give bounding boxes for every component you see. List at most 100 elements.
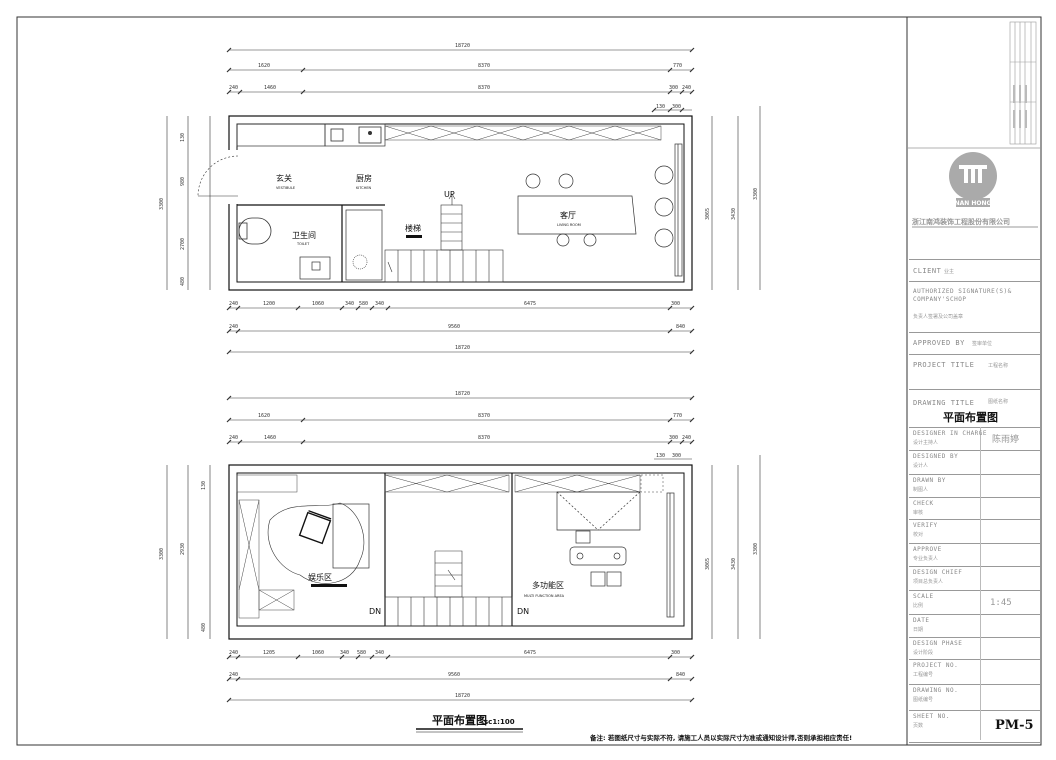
dim-overall-top: 18720 (455, 43, 470, 49)
tb-project-label: PROJECT TITLE (913, 361, 975, 369)
dim2-bot2-a: 240 (229, 672, 238, 678)
dim2-right-c: 3300 (753, 543, 759, 555)
company-name: 浙江南鸿装饰工程股份有限公司 (912, 218, 1010, 226)
dim2-left-c: 480 (201, 623, 207, 632)
tb-approved-label: APPROVED BY (913, 339, 965, 347)
room-vestibule-en: VESTIBULE (276, 186, 295, 190)
tb-client-label: CLIENT (913, 267, 942, 275)
dim2-top2-a: 240 (229, 435, 238, 441)
dim-right-b: 3430 (731, 208, 737, 220)
dim-bot2-a: 240 (229, 324, 238, 330)
dim2-bot2-b: 9560 (448, 672, 460, 678)
dim2-bot1-f: 340 (375, 650, 384, 656)
tb-row-label: DESIGNED BY (913, 453, 959, 460)
tb-row-label-cn: 设计主持人 (913, 440, 939, 446)
tb-row-label: DRAWN BY (913, 477, 946, 484)
tb-row-label: APPROVE (913, 546, 942, 553)
tb-row (909, 614, 1040, 615)
dim2-overall-top: 18720 (455, 391, 470, 397)
tb-row (909, 590, 1040, 591)
tb-dtitle-label: DRAWING TITLE (913, 399, 975, 407)
room-kitchen-en: KITCHEN (356, 186, 372, 190)
dim2-bot1-d: 340 (340, 650, 349, 656)
tb-dtitle-value: 平面布置图 (943, 411, 998, 424)
dim-bot1-c: 1060 (312, 301, 324, 307)
tb-row-label: SCALE (913, 593, 934, 600)
dim-left-c: 2700 (180, 238, 186, 250)
tb-row (909, 710, 1040, 711)
tb-row-label-cn: 图纸编号 (913, 697, 934, 703)
tb-row-label: DESIGN PHASE (913, 640, 963, 647)
tb-row-label: VERIFY (913, 522, 938, 529)
dim-top2-a: 240 (229, 85, 238, 91)
dim2-bot2-c: 840 (676, 672, 685, 678)
dim-top3-b: 300 (672, 104, 681, 110)
tb-row (909, 684, 1040, 685)
dim-bot2-b: 9560 (448, 324, 460, 330)
tb-row-label-cn: 设计人 (913, 463, 929, 469)
tb-row-label: DATE (913, 617, 930, 624)
dim-bot1-g: 6475 (524, 301, 536, 307)
dim2-top2-d: 300 (669, 435, 678, 441)
dim-top2-e: 240 (682, 85, 691, 91)
tb-row (909, 543, 1040, 544)
drawing-scale-bottom: sc1:100 (484, 718, 515, 726)
tb-dtitle-cn: 图纸名称 (988, 399, 1009, 405)
tb-row (909, 659, 1040, 660)
tb-row-label: PROJECT NO. (913, 662, 959, 669)
tb-row-value: 陈雨婷 (992, 435, 1020, 445)
dim-bot3: 18720 (455, 345, 470, 351)
dim-right-a: 3065 (705, 208, 711, 220)
dim-left-a: 130 (180, 133, 186, 142)
tb-row (909, 450, 1040, 451)
tb-approved-cn: 签审单位 (972, 341, 993, 347)
tb-row-label-cn: 日期 (913, 627, 924, 633)
dim2-top3-b: 300 (672, 453, 681, 459)
floor-plan-2: 18720 1620 8370 770 240 1460 8370 300 24… (159, 391, 761, 703)
dim2-left-a: 2930 (180, 543, 186, 555)
dim-top1-b: 8370 (478, 63, 490, 69)
dim2-top2-e: 240 (682, 435, 691, 441)
dim-top1-a: 1620 (258, 63, 270, 69)
dim2-bot1-a: 240 (229, 650, 238, 656)
dim-bot1-b: 1200 (263, 301, 275, 307)
tb-row-label-cn: 项目总负责人 (913, 579, 944, 585)
room-living-en: LIVING ROOM (557, 223, 581, 227)
room-toilet: 卫生间 (292, 230, 316, 240)
room-living: 客厅 (560, 210, 576, 220)
room-multi-function: 多功能区 (532, 580, 564, 590)
tb-row-label: DESIGNER IN CHARGE (913, 430, 988, 437)
dim2-top3-a: 130 (656, 453, 665, 459)
tb-auth-label-2: COMPANY'SCHOP (913, 296, 967, 303)
tb-row-label-cn: 制图人 (913, 487, 929, 493)
tb-row (909, 427, 1040, 428)
logo-text: NAN HONG (955, 200, 992, 207)
dim-bot1-a: 240 (229, 301, 238, 307)
tb-auth-label: AUTHORIZED SIGNATURE(S)& (913, 288, 1012, 295)
tb-row (909, 566, 1040, 567)
room-multi-function-en: MULTI FUNCTION AREA (524, 594, 565, 598)
tb-row-label-cn: 页数 (913, 723, 924, 729)
tb-row-label: DRAWING NO. (913, 687, 959, 694)
tb-row-label-cn: 设计阶段 (913, 650, 934, 656)
dim2-top1-b: 8370 (478, 413, 490, 419)
dim2-top2-c: 8370 (478, 435, 490, 441)
tb-row (909, 637, 1040, 638)
tb-row-label: CHECK (913, 500, 934, 507)
tb-row-label-cn: 比例 (913, 603, 924, 609)
tb-row-label-cn: 专业负责人 (913, 556, 939, 562)
dim-bot1-d: 340 (345, 301, 354, 307)
drawing-title-bottom: 平面布置图 (432, 713, 487, 727)
tb-row-label-cn: 工程编号 (913, 672, 934, 678)
dim2-right-b: 3430 (731, 558, 737, 570)
tb-auth-cn: 负责人签署及公司盖章 (913, 314, 964, 320)
stairs-dn-left: DN (369, 607, 381, 616)
dim-top1-c: 770 (673, 63, 682, 69)
dim-top3-a: 130 (656, 104, 665, 110)
dim2-bot1-c: 1060 (312, 650, 324, 656)
dim-left-overall: 3300 (159, 198, 165, 210)
floor-plan-1: 18720 1620 8370 770 240 1460 8370 300 24… (159, 43, 761, 355)
tb-row-value: 1:45 (990, 598, 1012, 608)
dim2-left-overall: 3300 (159, 548, 165, 560)
